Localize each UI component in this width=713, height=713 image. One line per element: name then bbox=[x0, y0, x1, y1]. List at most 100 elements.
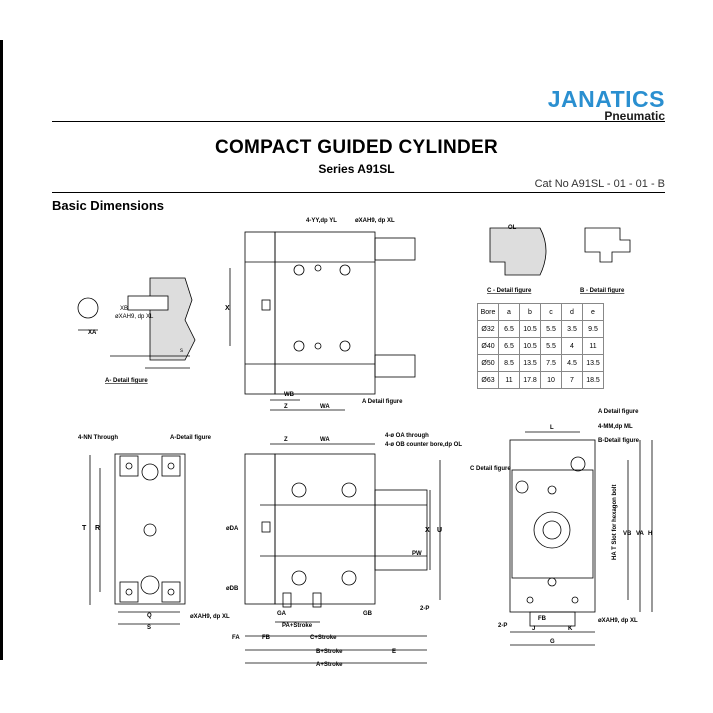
table-cell: 18.5 bbox=[582, 371, 604, 389]
detail-c-b-figures: OL C - Detail figure B - Detail figure bbox=[487, 225, 631, 294]
dim-wa-top: WA bbox=[320, 404, 330, 410]
dim-s: S bbox=[147, 625, 151, 631]
label-xah9-bl: øXAH9, dp XL bbox=[190, 614, 230, 620]
table-cell: 8.5 bbox=[498, 354, 520, 372]
table-cell: 10 bbox=[540, 371, 562, 389]
dim-xb: XB bbox=[120, 306, 128, 312]
bottom-right-view: L A Detail figure 4-MM,dp ML B-Detail fi… bbox=[470, 409, 653, 646]
left-margin-rule bbox=[0, 40, 3, 660]
table-cell: Ø50 bbox=[477, 354, 499, 372]
dim-xa: XA bbox=[88, 330, 97, 336]
table-cell: 4.5 bbox=[561, 354, 583, 372]
table-cell: 4 bbox=[561, 337, 583, 355]
dimension-table: Bore a b c d e Ø32 6.5 10.5 5.5 3.5 9.5 … bbox=[477, 303, 604, 389]
dim-db: øDB bbox=[226, 586, 239, 592]
label-a-detail-left: A-Detail figure bbox=[170, 435, 212, 441]
dim-fb: FB bbox=[262, 635, 271, 641]
detail-c-caption: C - Detail figure bbox=[487, 288, 532, 294]
label-a-detail-top: A Detail figure bbox=[362, 399, 403, 405]
table-cell: 9.5 bbox=[582, 320, 604, 338]
table-cell: 6.5 bbox=[498, 320, 520, 338]
label-a-stroke: A+Stroke bbox=[316, 662, 343, 668]
dim-k: K bbox=[568, 626, 573, 632]
dim-j: J bbox=[532, 626, 535, 632]
table-row: Ø32 6.5 10.5 5.5 3.5 9.5 bbox=[477, 320, 604, 338]
dim-ol: OL bbox=[508, 225, 517, 231]
dim-ga: GA bbox=[277, 611, 287, 617]
table-cell: Ø40 bbox=[477, 337, 499, 355]
table-header-cell: e bbox=[582, 303, 604, 321]
brand-logo: JANATICS Pneumatic bbox=[548, 86, 665, 123]
dim-x-top: X bbox=[225, 305, 230, 312]
table-cell: 17.8 bbox=[519, 371, 541, 389]
dim-wa-bottom: WA bbox=[320, 437, 330, 443]
label-yy: 4-YY,dp YL bbox=[306, 218, 337, 224]
label-xah9-br: øXAH9, dp XL bbox=[598, 618, 638, 624]
dim-xah9-detail: øXAH9, dp XL bbox=[115, 314, 154, 320]
table-header-cell: c bbox=[540, 303, 562, 321]
table-cell: 6.5 bbox=[498, 337, 520, 355]
label-pa-stroke: PA+Stroke bbox=[282, 623, 313, 629]
detail-b-caption: B - Detail figure bbox=[580, 288, 625, 294]
dim-wb: WB bbox=[284, 392, 295, 398]
catalog-rule bbox=[52, 192, 665, 193]
dim-u: U bbox=[437, 527, 442, 534]
table-cell: 11 bbox=[582, 337, 604, 355]
bottom-center-view: Z WA 4-ø OA through 4-ø OB counter bore,… bbox=[226, 433, 462, 668]
brand-name: JANATICS bbox=[547, 86, 665, 112]
dim-r: R bbox=[95, 525, 100, 532]
table-cell: 13.5 bbox=[582, 354, 604, 372]
bottom-left-view: T R Q S 4-NN Through A-Detail figure øXA… bbox=[78, 435, 230, 631]
series-subtitle: Series A91SL bbox=[318, 162, 395, 176]
detail-a-figure: XA øXAH9, dp XL XB s A- Detail figure bbox=[77, 277, 196, 384]
label-2p-right: 2-P bbox=[498, 623, 507, 629]
dim-da: øDA bbox=[226, 526, 239, 532]
dim-pw: PW bbox=[412, 551, 422, 557]
label-b-stroke: B+Stroke bbox=[316, 649, 343, 655]
dim-fb-right: FB bbox=[538, 616, 547, 622]
table-cell: 7.5 bbox=[540, 354, 562, 372]
dim-q: Q bbox=[147, 613, 152, 619]
section-title: Basic Dimensions bbox=[52, 198, 164, 213]
label-oa: 4-ø OA through bbox=[385, 433, 429, 439]
dim-h: H bbox=[648, 531, 652, 537]
table-row: Ø40 6.5 10.5 5.5 4 11 bbox=[477, 337, 604, 355]
dim-x-bottom: X bbox=[425, 527, 430, 534]
table-cell: Ø63 bbox=[477, 371, 499, 389]
table-cell: 3.5 bbox=[561, 320, 583, 338]
dim-l: L bbox=[550, 425, 554, 431]
label-ob: 4-ø OB counter bore,dp OL bbox=[385, 442, 462, 448]
table-cell: 7 bbox=[561, 371, 583, 389]
table-row: Ø50 8.5 13.5 7.5 4.5 13.5 bbox=[477, 354, 604, 372]
header-rule bbox=[52, 121, 665, 122]
table-header-cell: Bore bbox=[477, 303, 499, 321]
table-cell: 13.5 bbox=[519, 354, 541, 372]
dim-z-top: Z bbox=[284, 404, 288, 410]
label-mm: 4-MM,dp ML bbox=[598, 424, 633, 430]
table-cell: 5.5 bbox=[540, 320, 562, 338]
table-header-cell: d bbox=[561, 303, 583, 321]
catalog-number: Cat No A91SL - 01 - 01 - B bbox=[534, 178, 665, 190]
dim-va: VA bbox=[636, 531, 645, 537]
label-b-detail-r: B-Detail figure bbox=[598, 438, 640, 444]
label-xah9-top: øXAH9, dp XL bbox=[355, 218, 395, 224]
table-row: Ø63 11 17.8 10 7 18.5 bbox=[477, 371, 604, 389]
dim-z-bottom: Z bbox=[284, 437, 288, 443]
label-a-detail-r2: A Detail figure bbox=[598, 409, 639, 415]
brand-subtitle: Pneumatic bbox=[604, 109, 665, 123]
top-center-view: X 4-YY,dp YL øXAH9, dp XL WB Z WA A Deta… bbox=[225, 218, 416, 411]
table-cell: 11 bbox=[498, 371, 520, 389]
table-cell: Ø32 bbox=[477, 320, 499, 338]
table-cell: 10.5 bbox=[519, 320, 541, 338]
table-header-cell: b bbox=[519, 303, 541, 321]
dim-s-detail: s bbox=[180, 348, 183, 354]
dim-e: E bbox=[392, 649, 396, 655]
table-cell: 10.5 bbox=[519, 337, 541, 355]
label-c-stroke: C+Stroke bbox=[310, 635, 337, 641]
dim-g: G bbox=[550, 639, 555, 645]
label-2p-mid: 2-P bbox=[420, 606, 429, 612]
page-title: COMPACT GUIDED CYLINDER bbox=[214, 137, 499, 158]
dim-gb: GB bbox=[363, 611, 373, 617]
dim-vb: VB bbox=[623, 531, 632, 537]
